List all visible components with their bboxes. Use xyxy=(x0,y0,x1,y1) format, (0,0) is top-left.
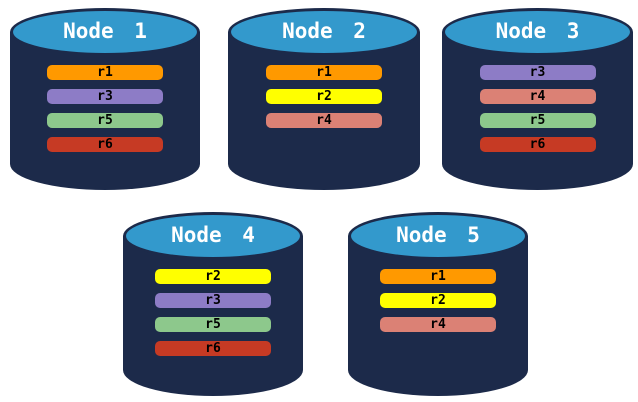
cylinder-body xyxy=(123,236,303,396)
replica-bar-r2: r2 xyxy=(380,293,496,308)
cylinder-body xyxy=(442,32,633,190)
replica-label: r3 xyxy=(205,293,221,308)
replica-label: r4 xyxy=(529,89,546,104)
replica-label: r6 xyxy=(205,341,221,356)
replica-label: r1 xyxy=(316,65,332,80)
replica-label: r3 xyxy=(529,65,546,80)
replica-bar-r2: r2 xyxy=(266,89,382,104)
node-title: Node 4 xyxy=(171,222,255,247)
replica-bars: r2 r3 r5 r6 xyxy=(123,269,303,356)
replica-label: r4 xyxy=(316,113,332,128)
cylinder-body xyxy=(228,32,420,190)
replica-label: r6 xyxy=(529,137,546,152)
cylinder-top: Node 1 xyxy=(10,8,200,56)
replica-bar-r1: r1 xyxy=(380,269,496,284)
cylinder-body xyxy=(348,236,528,396)
cylinder-top: Node 2 xyxy=(228,8,420,56)
replica-bar-r4: r4 xyxy=(266,113,382,128)
replica-label: r5 xyxy=(205,317,221,332)
replica-bars: r1 r2 r4 xyxy=(228,65,420,128)
replica-label: r1 xyxy=(430,269,446,284)
replica-bars: r3 r4 r5 r6 xyxy=(442,65,633,152)
replica-bar-r3: r3 xyxy=(47,89,163,104)
node-cylinder-5: Node 5 r1 r2 r4 xyxy=(348,212,528,396)
cylinder-top: Node 5 xyxy=(348,212,528,260)
cylinder-top: Node 4 xyxy=(123,212,303,260)
replica-label: r5 xyxy=(529,113,546,128)
replica-bar-r1: r1 xyxy=(47,65,163,80)
cylinder-top: Node 3 xyxy=(442,8,633,56)
node-cylinder-2: Node 2 r1 r2 r4 xyxy=(228,8,420,190)
replica-bar-r4: r4 xyxy=(479,89,596,104)
replica-bar-r3: r3 xyxy=(479,65,596,80)
replica-bars: r1 r3 r5 r6 xyxy=(10,65,200,152)
node-title: Node 3 xyxy=(495,18,580,43)
replica-bars: r1 r2 r4 xyxy=(348,269,528,332)
node-title: Node 5 xyxy=(396,222,480,247)
node-title: Node 2 xyxy=(282,18,366,43)
replica-label: r2 xyxy=(316,89,332,104)
replica-label: r1 xyxy=(97,65,113,80)
node-cylinder-1: Node 1 r1 r3 r5 r6 xyxy=(10,8,200,190)
replica-label: r2 xyxy=(430,293,446,308)
replica-label: r2 xyxy=(205,269,221,284)
replica-bar-r6: r6 xyxy=(47,137,163,152)
replica-bar-r5: r5 xyxy=(47,113,163,128)
replica-bar-r6: r6 xyxy=(479,137,596,152)
replica-bar-r5: r5 xyxy=(155,317,271,332)
replica-bar-r3: r3 xyxy=(155,293,271,308)
replica-bar-r5: r5 xyxy=(479,113,596,128)
replica-bar-r6: r6 xyxy=(155,341,271,356)
node-title: Node 1 xyxy=(63,18,147,43)
cylinder-body xyxy=(10,32,200,190)
node-cylinder-3: Node 3 r3 r4 r5 r6 xyxy=(442,8,633,190)
replica-bar-r1: r1 xyxy=(266,65,382,80)
replica-label: r4 xyxy=(430,317,446,332)
replica-bar-r2: r2 xyxy=(155,269,271,284)
replica-label: r6 xyxy=(97,137,113,152)
replica-label: r3 xyxy=(97,89,113,104)
replica-bar-r4: r4 xyxy=(380,317,496,332)
node-cylinder-4: Node 4 r2 r3 r5 r6 xyxy=(123,212,303,396)
replica-label: r5 xyxy=(97,113,113,128)
